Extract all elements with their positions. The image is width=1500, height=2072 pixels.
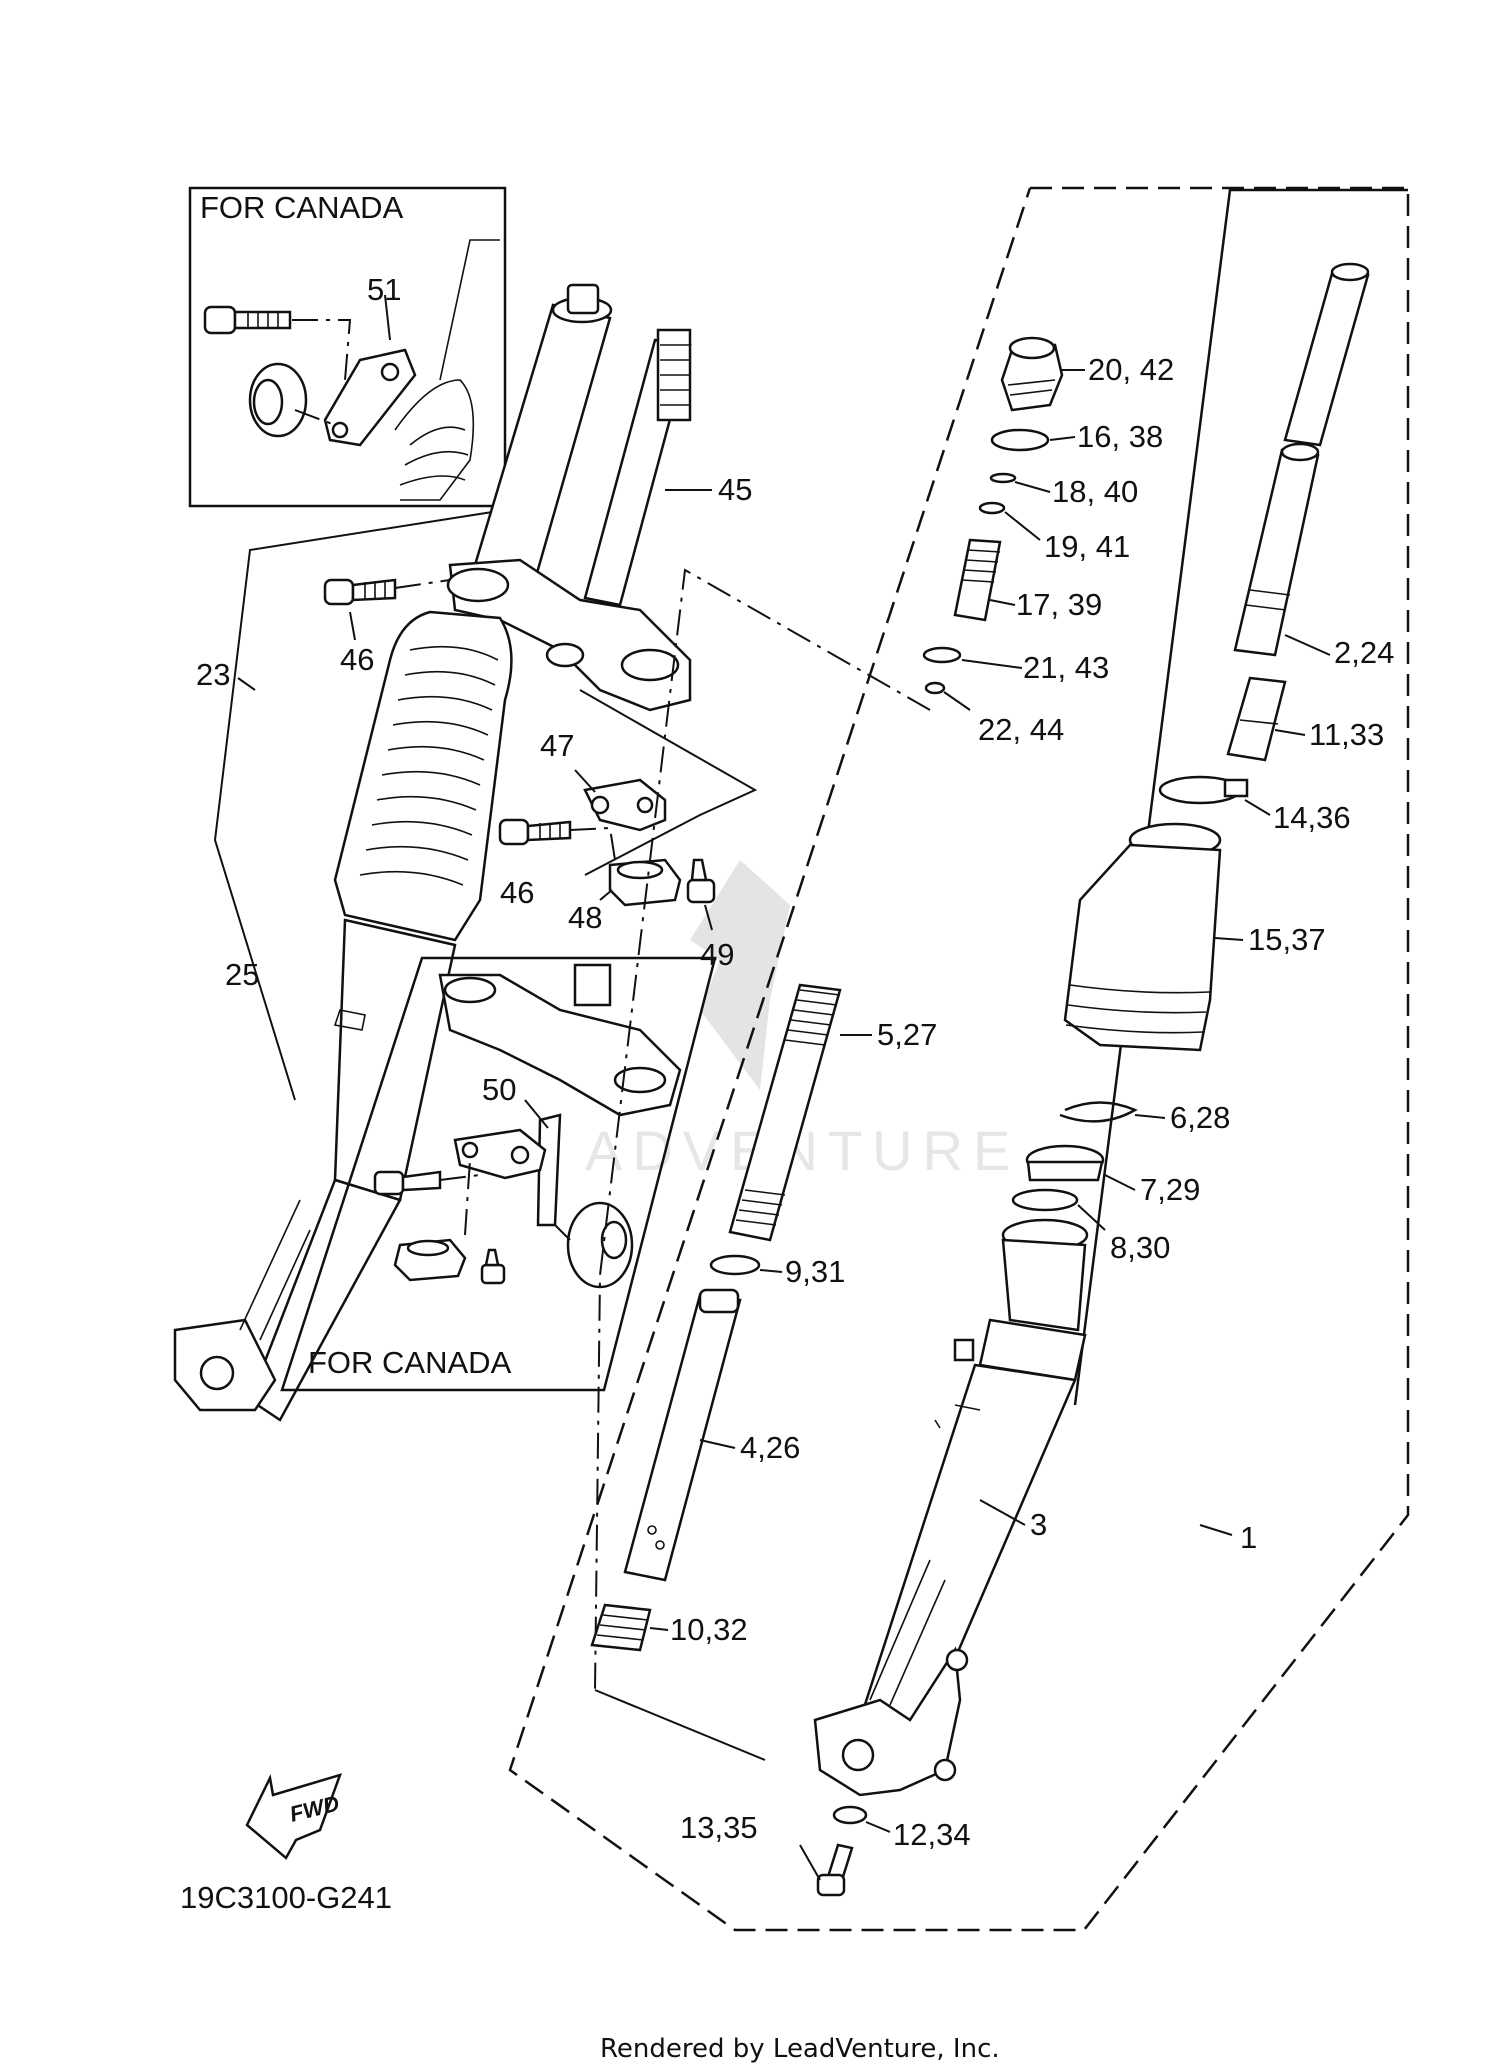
- label-1: 1: [1240, 1520, 1257, 1555]
- label-49: 49: [700, 937, 734, 972]
- label-25: 25: [225, 957, 259, 992]
- label-11-33: 11,33: [1309, 717, 1384, 752]
- label-50: 50: [482, 1072, 516, 1107]
- clamp-48-icon: [608, 858, 682, 907]
- fork-boot-bellows: [333, 610, 513, 942]
- adjuster-17-39-icon: [953, 538, 1002, 622]
- spring-5-27-icon: [728, 983, 842, 1242]
- bolt-46-lower-icon: [498, 818, 572, 846]
- label-10-32: 10,32: [670, 1612, 748, 1647]
- axle-lug-icon: [813, 1559, 969, 1797]
- bracket-51-icon: [323, 348, 417, 447]
- canada-box-middle: FOR CANADA 50: [280, 956, 717, 1392]
- label-46-lower: 46: [500, 875, 534, 910]
- label-48: 48: [568, 900, 602, 935]
- label-2-24: 2,24: [1334, 635, 1394, 670]
- label-18-40: 18, 40: [1052, 474, 1138, 509]
- fwd-arrow-badge: FWD: [245, 1773, 343, 1860]
- label-6-28: 6,28: [1170, 1100, 1230, 1135]
- cap-disk-icon: [248, 362, 308, 438]
- label-13-35: 13,35: [680, 1810, 758, 1845]
- screw-49-icon: [686, 858, 716, 904]
- label-4-26: 4,26: [740, 1430, 800, 1465]
- dust-boot-15-37-icon: [1063, 822, 1222, 1052]
- fork-boot-fragment: [394, 239, 500, 501]
- left-fork-assembly: 23 25 45 46: [173, 283, 752, 1422]
- right-fork-assembly: 1 20, 42 16, 38 18, 40 19, 41 17, 39: [508, 186, 1410, 1932]
- label-3: 3: [1030, 1507, 1047, 1542]
- label-45: 45: [718, 472, 752, 507]
- damper-bracket-group: 47 46 48 49: [498, 689, 758, 972]
- label-14-36: 14,36: [1273, 800, 1351, 835]
- label-23: 23: [196, 657, 230, 692]
- outer-tube-3-icon: [858, 1218, 1089, 1742]
- label-22-44: 22, 44: [978, 712, 1064, 747]
- label-17-39: 17, 39: [1016, 587, 1102, 622]
- cap-bolt-20-42-icon: [1000, 336, 1064, 412]
- bolt-icon: [203, 305, 292, 335]
- label-15-37: 15,37: [1248, 922, 1326, 957]
- bolt-13-35-icon: [816, 1843, 854, 1897]
- label-21-43: 21, 43: [1023, 650, 1109, 685]
- bolt-46-top-icon: [323, 578, 397, 606]
- label-47: 47: [540, 728, 574, 763]
- canada-box-top-title: FOR CANADA: [200, 190, 404, 225]
- diagram-code: 19C3100-G241: [180, 1880, 392, 1915]
- label-7-29: 7,29: [1140, 1172, 1200, 1207]
- label-19-41: 19, 41: [1044, 529, 1130, 564]
- fork-internals: 5,27 9,31 4,26 10,32: [590, 568, 937, 1761]
- label-9-31: 9,31: [785, 1254, 845, 1289]
- canada-box-middle-title: FOR CANADA: [308, 1345, 512, 1380]
- rendered-by-footer: Rendered by LeadVenture, Inc.: [600, 2034, 1000, 2064]
- label-20-42: 20, 42: [1088, 352, 1174, 387]
- label-5-27: 5,27: [877, 1017, 937, 1052]
- label-12-34: 12,34: [893, 1817, 971, 1852]
- canada-box-top: FOR CANADA 51: [188, 186, 507, 508]
- label-16-38: 16, 38: [1077, 419, 1163, 454]
- label-51: 51: [367, 272, 401, 307]
- spring-10-32-icon: [590, 1603, 652, 1652]
- label-8-30: 8,30: [1110, 1230, 1170, 1265]
- label-46-top: 46: [340, 642, 374, 677]
- watermark-text: ADVENTURE: [585, 1119, 1020, 1182]
